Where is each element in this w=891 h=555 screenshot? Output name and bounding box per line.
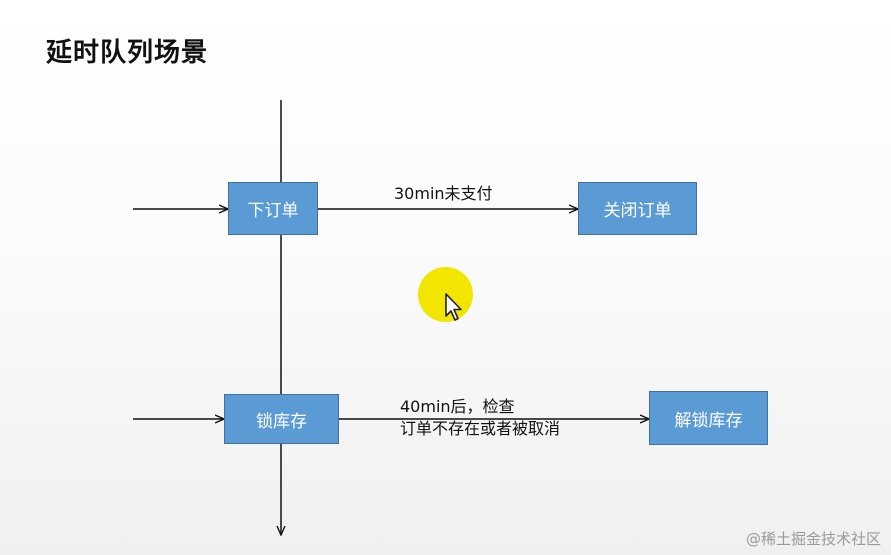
node-place-order: 下订单 (228, 182, 318, 235)
edge-label-40min-line2: 订单不存在或者被取消 (400, 419, 561, 438)
page-title: 延时队列场景 (46, 38, 209, 68)
node-lock-stock: 锁库存 (224, 394, 339, 444)
node-close-order: 关闭订单 (578, 182, 697, 235)
edge-label-30min: 30min未支付 (394, 184, 493, 203)
watermark: @稀土掘金技术社区 (745, 530, 881, 548)
node-unlock-stock: 解锁库存 (649, 391, 768, 445)
edge-label-40min-line1: 40min后，检查 (400, 397, 515, 416)
mouse-pointer-icon (445, 293, 462, 321)
